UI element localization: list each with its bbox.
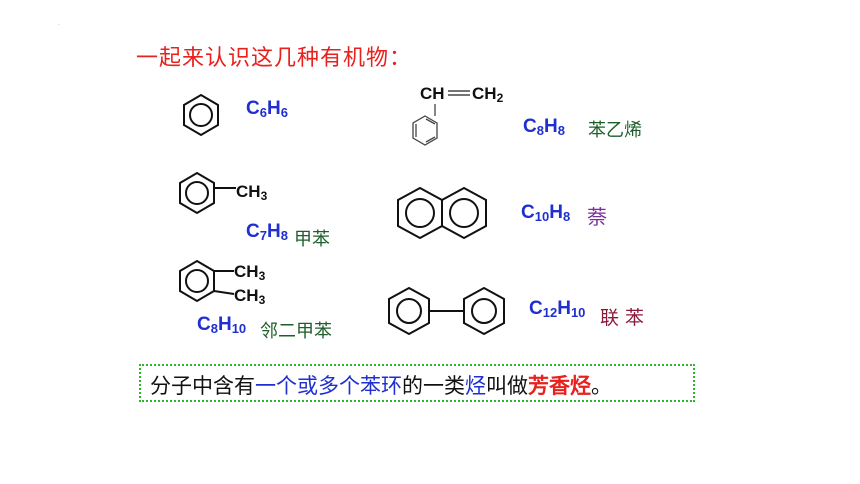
styrene-structure xyxy=(412,90,470,146)
benzene-structure xyxy=(183,93,219,137)
definition-box xyxy=(139,364,695,402)
naphthalene-name: 萘 xyxy=(587,205,607,229)
toluene-formula: C7H8 xyxy=(246,221,288,243)
biphenyl-name: 联 苯 xyxy=(600,307,645,329)
corner-dot: . xyxy=(58,20,60,27)
toluene-name: 甲苯 xyxy=(294,229,330,250)
o-xylene-formula: C8H10 xyxy=(197,314,247,336)
styrene-ch-label: CH xyxy=(420,84,445,103)
toluene-structure xyxy=(179,171,236,215)
naphthalene-formula: C10H8 xyxy=(521,202,571,224)
slide-title: 一起来认识这几种有机物： xyxy=(136,46,413,71)
biphenyl-formula: C12H10 xyxy=(529,298,586,320)
naphthalene-structure xyxy=(397,186,487,240)
styrene-formula: C8H8 xyxy=(523,116,565,138)
o-xylene-name: 邻二甲苯 xyxy=(260,321,332,342)
toluene-methyl-label: CH3 xyxy=(236,182,268,203)
definition-text: 分子中含有一个或多个苯环的一类烃叫做芳香烃。 xyxy=(150,374,612,398)
biphenyl-structure xyxy=(388,286,505,336)
o-xylene-methyl-label-1: CH3 xyxy=(234,262,266,283)
styrene-ch2-label: CH2 xyxy=(472,84,504,105)
o-xylene-methyl-label-2: CH3 xyxy=(234,286,266,307)
styrene-name: 苯乙烯 xyxy=(588,120,642,141)
o-xylene-structure xyxy=(179,259,235,303)
benzene-formula: C6H6 xyxy=(246,98,288,120)
